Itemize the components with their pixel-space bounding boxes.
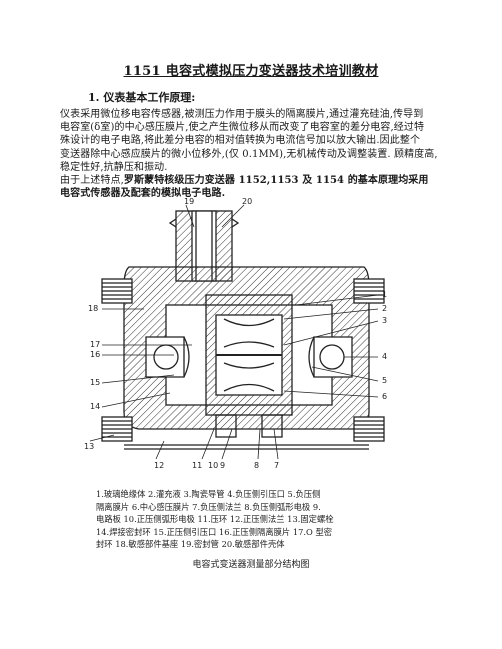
section-heading: 1. 仪表基本工作原理: <box>88 91 196 104</box>
label-3: 3 <box>382 316 387 325</box>
label-11: 11 <box>192 461 202 470</box>
body-paragraph: 仪表采用微位移电容传感器,被测压力作用于膜头的隔离膜片,通过灌充硅油,传导到 电… <box>60 108 444 200</box>
label-4: 4 <box>382 352 387 361</box>
label-13: 13 <box>84 442 94 451</box>
diagram-legend: 1.玻璃绝缘体 2.灌充液 3.陶瓷导管 4.负压侧引压口 5.负压侧 隔离膜片… <box>96 488 416 551</box>
figure-caption: 电容式变送器测量部分结构图 <box>192 560 310 570</box>
label-19: 19 <box>184 197 194 206</box>
legend-line: 电路板 10.正压侧弧形电极 11.压环 12.正压侧法兰 13.固定螺栓 <box>96 514 334 525</box>
label-14: 14 <box>90 402 100 411</box>
label-6: 6 <box>382 392 387 401</box>
note-prefix: 由于上述特点, <box>60 175 124 187</box>
transmitter-structure-diagram: 19 20 1 2 3 4 5 6 7 8 9 10 11 12 13 14 1… <box>84 197 387 470</box>
label-2: 2 <box>382 304 387 313</box>
paragraph-line: 变送器除中心感应膜片的微小位移外,(仅 0.1MM),无机械传动及调整装置. 顾… <box>60 148 438 160</box>
paragraph-line: 仪表采用微位移电容传感器,被测压力作用于膜头的隔离膜片,通过灌充硅油,传导到 <box>60 109 424 120</box>
paragraph-line: 电容室(δ室)的中心感压膜片,使之产生微位移从而改变了电容室的差分电容,经过特 <box>60 122 425 134</box>
document-title: 1151 电容式模拟压力变送器技术培训教材 <box>123 64 379 79</box>
label-16: 16 <box>90 350 100 359</box>
note-bold: 罗斯蒙特核级压力变送器 1152,1153 及 1154 的基本原理均采用 <box>123 175 429 187</box>
label-10: 10 <box>208 461 218 470</box>
label-17: 17 <box>90 340 100 349</box>
label-18: 18 <box>88 304 98 313</box>
paragraph-line: 稳定性好,抗静压和振动. <box>60 161 168 173</box>
legend-line: 封环 18.敏感部件基座 19.密封管 20.敏感部件壳体 <box>96 539 285 550</box>
legend-line: 隔离膜片 6.中心感压膜片 7.负压侧法兰 8.负压侧弧形电极 9. <box>96 501 321 512</box>
paragraph-line: 殊设计的电子电路,将此差分电容的相对值转换为电流信号加以放大输出.因此整个 <box>60 135 421 147</box>
note-line-2: 电容式传感器及配套的模拟电子电路. <box>60 188 226 200</box>
note-line: 由于上述特点,罗斯蒙特核级压力变送器 1152,1153 及 1154 的基本原… <box>60 174 444 187</box>
label-5: 5 <box>382 376 387 385</box>
label-1: 1 <box>382 290 387 299</box>
label-7: 7 <box>274 461 279 470</box>
legend-line: 1.玻璃绝缘体 2.灌充液 3.陶瓷导管 4.负压侧引压口 5.负压侧 <box>96 489 321 499</box>
label-12: 12 <box>154 461 164 470</box>
label-9: 9 <box>220 461 225 470</box>
label-15: 15 <box>90 378 100 387</box>
label-8: 8 <box>254 461 259 470</box>
label-20: 20 <box>242 197 252 206</box>
legend-line: 14.焊接密封环 15.正压侧引压口 16.正压侧隔离膜片 17.O 型密 <box>96 526 333 537</box>
